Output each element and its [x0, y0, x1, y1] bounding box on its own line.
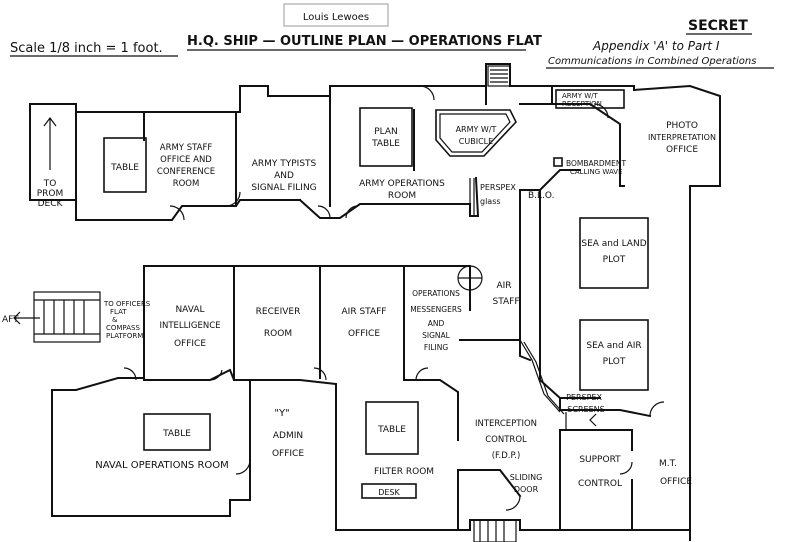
army-wt-reception-1: ARMY W/T [562, 92, 598, 100]
perspex-glass-2: glass [480, 197, 501, 206]
air-staff-1: AIR [496, 281, 511, 291]
sea-land-2: PLOT [603, 255, 626, 265]
classification-label: SECRET [688, 18, 748, 34]
naval-ops-label: NAVAL OPERATIONS ROOM [95, 460, 229, 471]
naval-intel-1: NAVAL [175, 305, 204, 315]
perspex-screens-2: SCREENS [567, 405, 604, 414]
army-typists-2: AND [274, 171, 294, 181]
army-wt-cubicle-2: CUBICLE [459, 137, 493, 146]
filter-room-label: FILTER ROOM [374, 467, 434, 477]
desk-label: DESK [378, 488, 400, 497]
to-prom-deck-label-3: DECK [38, 199, 64, 209]
army-staff-3: CONFERENCE [157, 167, 215, 177]
sea-land-1: SEA and LAND [581, 239, 646, 249]
plan-title: H.Q. SHIP — OUTLINE PLAN — OPERATIONS FL… [187, 34, 542, 49]
sea-air-plot-box [579, 319, 649, 391]
stamp-text: Louis Lewoes [303, 12, 369, 23]
spiral-stair [457, 265, 483, 291]
to-prom-deck-label-2: PROM [37, 189, 64, 199]
table-naval-ops: TABLE [162, 429, 191, 439]
to-officers-flat-1: TO OFFICERS [103, 300, 151, 308]
filter-table-box [365, 401, 419, 455]
ops-messengers-3: AND [428, 319, 445, 328]
ops-messengers-1: OPERATIONS [412, 289, 460, 298]
support-control-2: CONTROL [578, 479, 622, 489]
army-typists-1: ARMY TYPISTS [252, 159, 317, 169]
sliding-door-1: SLIDING [510, 473, 543, 482]
bombardment-2: CALLING WAVE [570, 168, 623, 176]
interception-3: (F.D.P.) [492, 451, 521, 461]
stamp-box [283, 3, 389, 27]
to-prom-deck-label-1: TO [43, 179, 57, 189]
scale-label: Scale 1/8 inch = 1 foot. [10, 41, 163, 56]
plan-table-2: TABLE [371, 139, 400, 149]
stair-top [487, 65, 511, 87]
mt-office-1: M.T. [659, 459, 677, 469]
sea-air-1: SEA and AIR [586, 341, 641, 351]
aft-label: AFT [2, 315, 19, 325]
army-ops-1: ARMY OPERATIONS [359, 179, 445, 189]
naval-intel-3: OFFICE [174, 339, 206, 349]
mt-office-2: OFFICE [660, 477, 692, 487]
bombardment-box [553, 157, 563, 167]
sliding-door-2: DOOR [514, 485, 539, 494]
prom-deck-arrow [43, 117, 57, 170]
receiver-2: ROOM [264, 329, 292, 339]
to-officers-flat-3: & [112, 316, 118, 324]
ops-messengers-2: MESSENGERS [410, 305, 462, 314]
y-admin-2: ADMIN [273, 431, 303, 441]
to-officers-flat-4: COMPASS [106, 324, 140, 332]
army-staff-1: ARMY STAFF [160, 143, 213, 153]
army-staff-4: ROOM [173, 179, 200, 189]
table-army-staff: TABLE [110, 163, 139, 173]
door-swings [123, 85, 665, 511]
outer-walls [29, 63, 721, 541]
naval-intel-2: INTELLIGENCE [159, 321, 220, 331]
army-wt-cubicle [435, 109, 517, 157]
to-officers-flat-2: FLAT [110, 308, 127, 316]
stair-bottom [473, 519, 517, 542]
y-admin-3: OFFICE [272, 449, 304, 459]
plan-table-1: PLAN [374, 127, 398, 137]
army-wt-reception-2: RECEPTION [562, 100, 602, 108]
army-staff-table [103, 137, 147, 193]
interception-2: CONTROL [485, 435, 527, 445]
ops-messengers-4: SIGNAL [422, 331, 451, 340]
receiver-1: RECEIVER [256, 307, 301, 317]
perspex-screens-1: PERSPEX [566, 393, 602, 402]
plan-table-box [359, 107, 413, 167]
center-walls [469, 103, 652, 418]
army-wt-cubicle-inner [439, 113, 511, 153]
bombardment-1: BOMBARDMENT [566, 159, 626, 168]
y-admin-1: "Y" [274, 408, 289, 419]
support-control-1: SUPPORT [579, 455, 621, 465]
air-staff-office-1: AIR STAFF [342, 307, 387, 317]
sea-land-plot-box [579, 217, 649, 289]
lower-walls [51, 265, 691, 531]
to-officers-flat-5: PLATFORM [106, 332, 143, 340]
army-wt-reception-box [555, 89, 625, 109]
naval-ops-table-box [143, 413, 211, 451]
ops-messengers-5: FILING [424, 343, 449, 352]
aft-stair [13, 291, 101, 343]
photo-interp-1: PHOTO [666, 121, 698, 131]
appendix-label: Appendix 'A' to Part I [592, 39, 720, 53]
sea-air-2: PLOT [603, 357, 626, 367]
desk-box [361, 483, 417, 499]
army-wt-cubicle-1: ARMY W/T [456, 125, 497, 134]
table-filter: TABLE [377, 425, 406, 435]
photo-interp-2: INTERPRETATION [648, 133, 716, 142]
army-staff-2: OFFICE AND [160, 155, 212, 165]
photo-interp-3: OFFICE [666, 145, 698, 155]
air-staff-office-2: OFFICE [348, 329, 380, 339]
interception-1: INTERCEPTION [475, 419, 537, 429]
perspex-screen-lines [469, 178, 600, 431]
army-typists-3: SIGNAL FILING [251, 183, 316, 193]
subtitle-label: Communications in Combined Operations [548, 56, 756, 67]
army-ops-2: ROOM [388, 191, 416, 201]
blo-label: B.L.O. [528, 191, 555, 201]
air-staff-2: STAFF [492, 297, 519, 307]
perspex-glass-1: PERSPEX [480, 183, 516, 192]
